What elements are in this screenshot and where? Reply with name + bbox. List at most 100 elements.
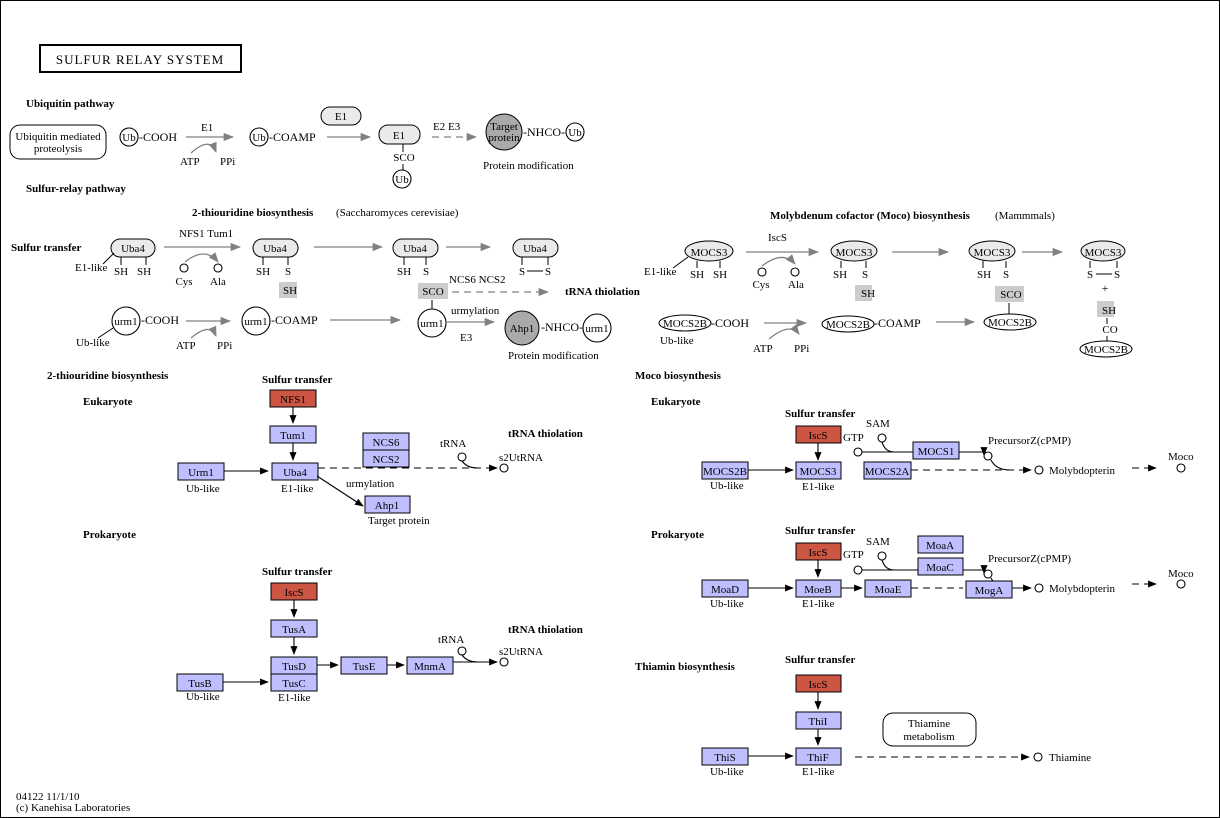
gene-thii[interactable]: ThiI: [795, 711, 842, 730]
gene-ncs6[interactable]: NCS6: [362, 432, 410, 451]
ub-circle-3[interactable]: [392, 169, 412, 189]
mocs2b-node-2-label: MOCS2B: [826, 319, 870, 331]
trna-label-1: tRNA: [440, 438, 466, 450]
mocs3-2-sh-box[interactable]: [855, 285, 872, 301]
moco-circle-2[interactable]: [1176, 579, 1186, 589]
gene-tusd[interactable]: TusD: [270, 656, 318, 675]
moco-circle-1[interactable]: [1176, 463, 1186, 473]
mocs3-3-sco-box[interactable]: [995, 286, 1024, 302]
gene-iscs-left[interactable]: IscS: [270, 582, 318, 601]
gene-ahp1[interactable]: Ahp1: [364, 495, 411, 514]
e1-node-top[interactable]: [320, 106, 362, 126]
gene-this[interactable]: ThiS: [701, 747, 749, 766]
gene-mnma[interactable]: MnmA: [406, 656, 454, 675]
ala-circle-1[interactable]: [213, 263, 223, 273]
gene-tuse[interactable]: TusE: [340, 656, 388, 675]
mocs3-node-3-label: MOCS3: [974, 247, 1011, 259]
mocs2b-node-4[interactable]: [1079, 340, 1133, 358]
uba4-node-1[interactable]: [110, 238, 156, 258]
molybdopterin-circle-1[interactable]: [1034, 465, 1044, 475]
ubiquitin-proteolysis-map-link[interactable]: Ubiquitin mediated proteolysis: [9, 124, 107, 160]
gene-moad[interactable]: MoaD: [701, 579, 749, 598]
mocs3-4-s-1: S: [1087, 269, 1093, 281]
gtp-circle-2[interactable]: [853, 565, 863, 575]
sam-circle-2[interactable]: [877, 551, 887, 561]
ahp1-compound-node[interactable]: [504, 310, 540, 346]
gtp-circle-1[interactable]: [853, 447, 863, 457]
trna-join-2: [461, 654, 479, 663]
cys-circle-1[interactable]: [179, 263, 189, 273]
target-protein-label-1: Target: [490, 121, 518, 133]
precursor-circle-2[interactable]: [983, 569, 993, 579]
gene-moeb[interactable]: MoeB: [795, 579, 842, 598]
ub-circle-4[interactable]: [565, 122, 585, 142]
thiamine-metabolism-map-link[interactable]: Thiamine metabolism: [882, 712, 977, 747]
eukaryote-label-right: Eukaryote: [651, 396, 701, 408]
svg-text:NCS6: NCS6: [373, 437, 400, 449]
uba4-3-sco-box[interactable]: [418, 283, 448, 299]
trna-circle-1[interactable]: [457, 452, 467, 462]
gene-mocs1[interactable]: MOCS1: [912, 441, 960, 460]
urm1-node-4[interactable]: [582, 313, 612, 343]
gene-tusc[interactable]: TusC: [270, 673, 318, 692]
gene-ncs2[interactable]: NCS2: [362, 449, 410, 468]
mocs2b-node-2[interactable]: [821, 315, 875, 333]
gene-iscs-prok[interactable]: IscS: [795, 542, 842, 561]
mocs3-1-sh-1: SH: [690, 269, 704, 281]
cys-circle-2[interactable]: [757, 267, 767, 277]
trna-circle-2[interactable]: [457, 646, 467, 656]
e1-node-top-label: E1: [335, 111, 347, 123]
gene-iscs-thiamin[interactable]: IscS: [795, 674, 842, 693]
gene-moae[interactable]: MoaE: [864, 579, 912, 598]
uba4-2-sh-transfer: SH: [283, 285, 297, 297]
precursor-circle-1[interactable]: [983, 451, 993, 461]
svg-text:IscS: IscS: [809, 547, 828, 559]
uba4-node-2[interactable]: [252, 238, 299, 258]
gene-urm1[interactable]: Urm1: [177, 462, 225, 481]
mocs3-node-3[interactable]: [968, 240, 1016, 262]
ub-circle-1[interactable]: [119, 127, 139, 147]
gene-tum1[interactable]: Tum1: [269, 425, 317, 444]
sam-circle-1[interactable]: [877, 433, 887, 443]
mocs3-node-4[interactable]: [1080, 240, 1126, 262]
gene-mocs3[interactable]: MOCS3: [795, 461, 842, 480]
mocs2b-sh-box[interactable]: [1097, 301, 1114, 317]
urm1-node-2[interactable]: [241, 306, 271, 336]
gene-moga[interactable]: MogA: [965, 580, 1013, 599]
target-protein-label-bottom: Target protein: [368, 515, 430, 527]
molybdopterin-circle-2[interactable]: [1034, 583, 1044, 593]
urm1-node-1[interactable]: [111, 306, 141, 336]
svg-text:MOCS3: MOCS3: [800, 466, 837, 478]
gene-uba4[interactable]: Uba4: [271, 462, 319, 481]
thiamine-circle[interactable]: [1033, 752, 1043, 762]
gene-tusb[interactable]: TusB: [176, 673, 224, 692]
gene-mocs2b[interactable]: MOCS2B: [701, 461, 749, 480]
moco-label-1: Moco: [1168, 451, 1194, 463]
uba4-2-sh-box[interactable]: [279, 282, 297, 298]
gene-mocs2a[interactable]: MOCS2A: [863, 461, 912, 480]
ala-circle-2[interactable]: [790, 267, 800, 277]
ub-like-label-4: Ub-like: [186, 691, 220, 703]
s2utrna-circle-1[interactable]: [499, 463, 509, 473]
e1-node-bound[interactable]: [378, 124, 421, 145]
mocs3-3-sco-label: SCO: [1000, 289, 1021, 301]
gene-nfs1[interactable]: NFS1: [269, 389, 317, 408]
uba4-node-3[interactable]: [392, 238, 439, 258]
e1-like-label-2: E1-like: [644, 266, 676, 278]
mocs2b-node-1[interactable]: [658, 314, 712, 332]
gene-moac[interactable]: MoaC: [917, 557, 964, 576]
mocs3-node-2[interactable]: [830, 240, 878, 262]
mocs3-node-1[interactable]: [684, 240, 734, 262]
s2utrna-circle-2[interactable]: [499, 657, 509, 667]
gene-tusa[interactable]: TusA: [270, 619, 318, 638]
urm1-node-3[interactable]: [417, 308, 447, 338]
uba4-node-4[interactable]: [512, 238, 559, 258]
target-protein-node[interactable]: [485, 113, 523, 151]
gene-thif[interactable]: ThiF: [795, 747, 842, 766]
svg-text:proteolysis: proteolysis: [34, 143, 82, 155]
mocs2b-node-3[interactable]: [983, 313, 1037, 331]
gene-moaa[interactable]: MoaA: [917, 535, 964, 554]
gene-iscs-euk[interactable]: IscS: [795, 425, 842, 444]
ub-circle-2[interactable]: [249, 127, 269, 147]
trna-label-2: tRNA: [438, 634, 464, 646]
